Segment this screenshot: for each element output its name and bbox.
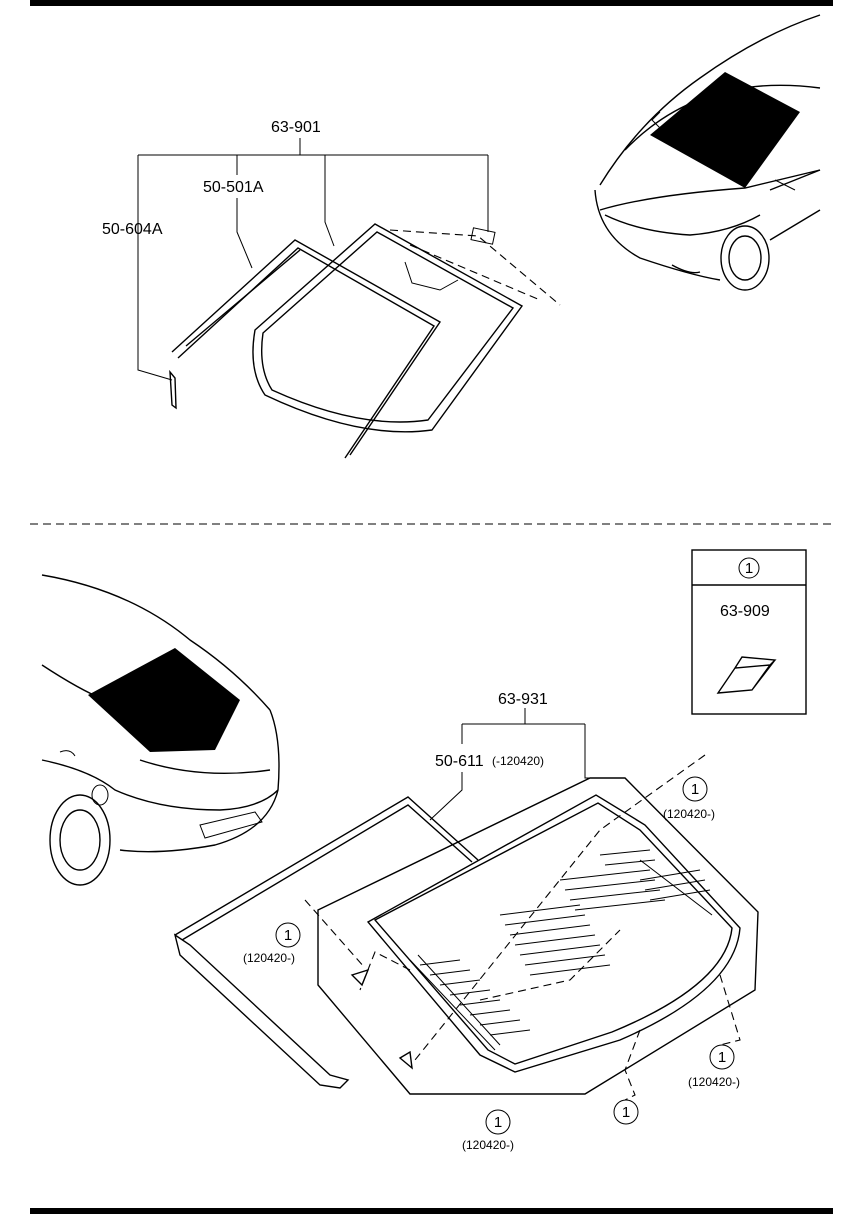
callout-5-number: 1 bbox=[622, 1104, 630, 1121]
front-car-illustration bbox=[594, 14, 821, 291]
legend-box: 1 63-909 bbox=[691, 549, 807, 715]
callout-4-note: (120420-) bbox=[462, 1138, 514, 1152]
callout-3-number: 1 bbox=[718, 1049, 726, 1066]
molding-label-50-501a: 50-501A bbox=[203, 179, 264, 196]
molding-label-50-611: 50-611 bbox=[435, 753, 484, 770]
windshield-assembly bbox=[169, 223, 561, 459]
bottom-border bbox=[30, 1208, 833, 1214]
callout-2-number: 1 bbox=[691, 781, 699, 798]
defroster-lines bbox=[409, 849, 713, 1051]
rear-car-illustration bbox=[41, 574, 280, 886]
callout-4: 1 (120420-) bbox=[462, 1109, 514, 1152]
seal-label-50-604a: 50-604A bbox=[102, 221, 163, 238]
callout-1: 1 (120420-) bbox=[243, 922, 301, 965]
callout-2-note: (120420-) bbox=[663, 807, 715, 821]
molding-note: (-120420) bbox=[492, 754, 544, 768]
upper-leader-lines bbox=[137, 138, 489, 381]
rear-window-assembly bbox=[173, 754, 759, 1101]
callout-4-number: 1 bbox=[494, 1114, 502, 1131]
callout-1-number: 1 bbox=[284, 927, 292, 944]
assembly-label-63-931: 63-931 bbox=[498, 691, 548, 708]
upper-section: 63-901 50-501A 50-604A bbox=[102, 14, 821, 459]
callout-3-note: (120420-) bbox=[688, 1075, 740, 1089]
legend-part-number: 63-909 bbox=[720, 603, 770, 620]
top-border bbox=[30, 0, 833, 6]
clip-part-icon bbox=[716, 656, 777, 694]
lower-section: 1 63-909 63-931 50-611 (- bbox=[41, 549, 807, 1152]
lower-leader-lines bbox=[429, 708, 590, 821]
callout-2: 1 (120420-) bbox=[663, 776, 715, 821]
callout-3: 1 (120420-) bbox=[688, 1044, 740, 1089]
legend-callout-number: 1 bbox=[745, 560, 753, 577]
assembly-label-63-901: 63-901 bbox=[271, 119, 321, 136]
callout-1-note: (120420-) bbox=[243, 951, 295, 965]
callout-5: 1 bbox=[613, 1099, 639, 1125]
